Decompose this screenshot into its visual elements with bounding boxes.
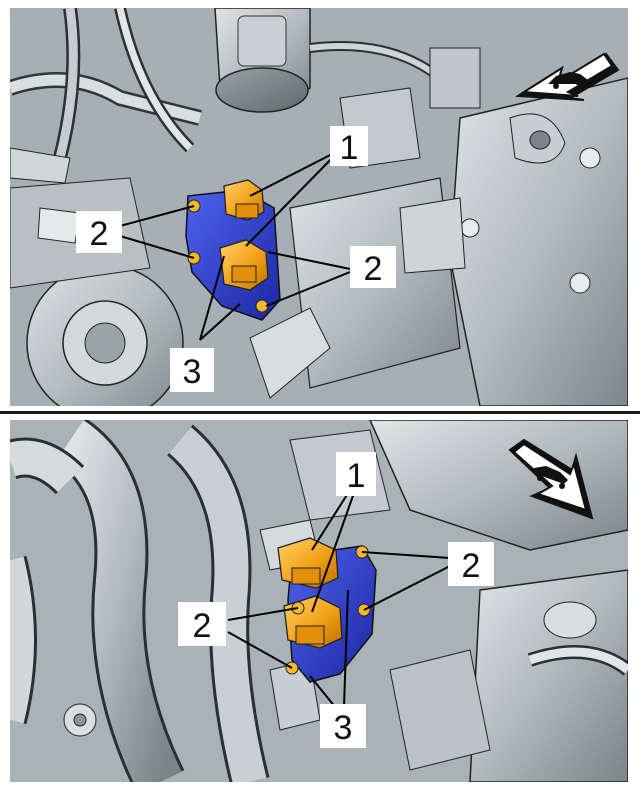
direction-arrow-icon (514, 52, 620, 101)
callout-label: 2 (364, 250, 383, 288)
orange-component-upper (223, 179, 265, 221)
engine-background (10, 420, 628, 782)
car-silhouette-icon (548, 72, 588, 89)
callout-label: 3 (183, 353, 202, 391)
orange-component-upper (277, 537, 339, 589)
bottom-callout-2-left: 2 (178, 602, 226, 646)
top-callout-1: 1 (330, 126, 368, 167)
top-callout-2-left: 2 (76, 211, 122, 253)
bottom-engine-illustration: 1 2 2 3 (10, 420, 628, 782)
callout-label: 2 (193, 607, 212, 645)
bottom-callout-1: 1 (336, 452, 376, 496)
callout-label: 2 (462, 547, 481, 585)
top-callout-3: 3 (170, 348, 214, 392)
bottom-panel: 1 2 2 3 (10, 420, 628, 782)
engine-background (10, 8, 628, 406)
bottom-callout-2-right: 2 (448, 542, 494, 586)
panel-separator (0, 411, 640, 414)
top-engine-illustration: 1 2 2 3 (10, 8, 628, 406)
car-silhouette-icon (534, 466, 568, 489)
top-callout-2-right: 2 (350, 246, 396, 288)
orange-component-lower (219, 239, 269, 291)
callout-label: 1 (340, 129, 359, 167)
direction-arrow-icon (508, 438, 594, 520)
bottom-callout-3: 3 (320, 704, 366, 748)
callout-label: 3 (334, 709, 353, 747)
leader-lines (227, 489, 451, 709)
leader-lines (119, 149, 356, 341)
callout-label: 2 (90, 215, 109, 253)
callout-label: 1 (347, 457, 366, 495)
top-panel: 1 2 2 3 (10, 8, 628, 406)
